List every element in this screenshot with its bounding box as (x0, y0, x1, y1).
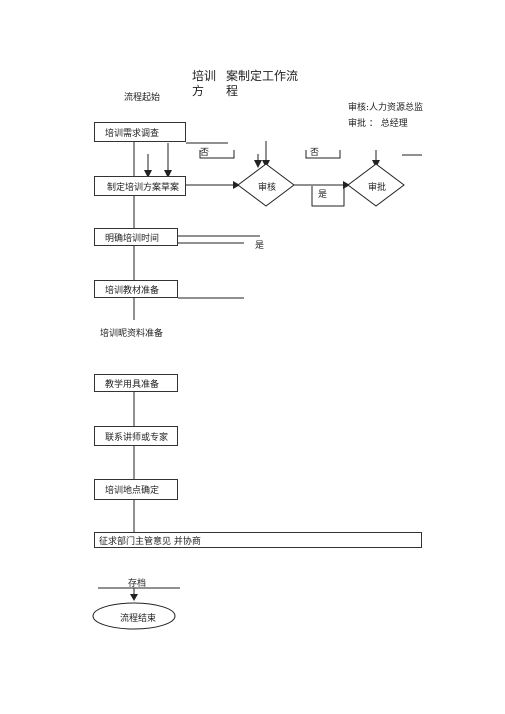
start-label: 流程起始 (124, 93, 161, 103)
step-consult: 征求部门主管意见 并协商 (94, 532, 422, 548)
review-label: 审核 (258, 183, 277, 193)
step-archive: 存档 (128, 579, 147, 589)
step-time: 明确培训时间 (94, 228, 178, 246)
step-draft-label: 制定培训方案草案 (107, 182, 180, 193)
step-handouts: 培训昵资料准备 (100, 329, 164, 339)
step-survey: 培训需求调查 (94, 122, 186, 142)
page-title: 培训 (192, 69, 216, 84)
branch-no-1: 否 (200, 148, 210, 158)
title-part-2: 案制定工作流 (226, 69, 299, 83)
page-title-line2-cont: 程 (226, 84, 238, 99)
page-title-cont: 案制定工作流 (226, 69, 298, 84)
title-part-3: 方 (192, 84, 205, 98)
step-materials: 培训教材准备 (94, 280, 178, 298)
approve-diamond (347, 163, 405, 207)
step-consult-label: 征求部门主管意见 并协商 (99, 536, 201, 547)
step-venue: 培训地点确定 (94, 479, 178, 500)
page-title-line2: 方 (192, 84, 204, 99)
step-venue-label: 培训地点确定 (105, 486, 160, 496)
approve-label: 审批 (368, 183, 387, 193)
title-part-4: 程 (226, 84, 239, 98)
approver-label: 审批 ： 总经理 (348, 119, 408, 129)
step-draft: 制定培训方案草案 (94, 176, 186, 196)
step-lecturer: 联系讲师或专家 (94, 426, 178, 446)
title-part-1: 培训 (192, 69, 217, 83)
branch-no-2: 否 (310, 148, 320, 158)
step-end: 流程结束 (120, 614, 157, 624)
reviewer-label: 审核:人力资源总监 (348, 103, 424, 113)
branch-yes-1: 是 (318, 190, 328, 200)
step-time-label: 明确培训时间 (105, 233, 160, 244)
end-ellipse (92, 602, 176, 630)
step-tools: 教学用具准备 (94, 374, 178, 392)
review-diamond (237, 163, 295, 207)
step-survey-label: 培训需求调查 (105, 128, 160, 139)
step-tools-label: 教学用具准备 (105, 379, 160, 390)
branch-yes-2: 是 (255, 241, 265, 251)
step-materials-label: 培训教材准备 (105, 285, 160, 296)
step-lecturer-label: 联系讲师或专家 (105, 432, 169, 443)
